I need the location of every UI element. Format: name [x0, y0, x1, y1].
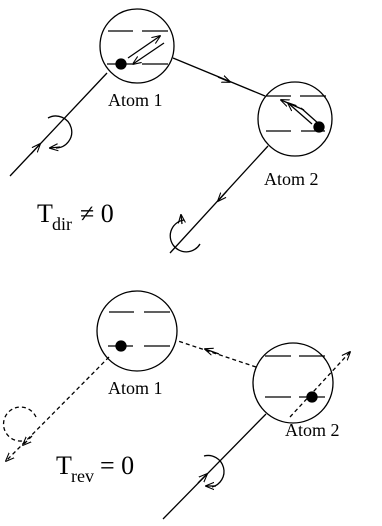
excitation-arrow-up	[127, 36, 160, 59]
incoming-loop-arrow	[50, 147, 61, 148]
atom-1-label-bottom: Atom 1	[108, 378, 163, 398]
transfer-arrow	[217, 77, 230, 82]
electron-dot	[115, 340, 127, 352]
equation-relation: ≠ 0	[80, 199, 114, 228]
virtual-transfer-arrow	[205, 349, 220, 354]
dashed-emission-line	[289, 352, 350, 418]
direct-transfer-equation: T dir ≠ 0	[37, 199, 114, 234]
atom-1-top	[99, 8, 175, 84]
incoming-photon-arrow	[197, 474, 207, 484]
incoming-photon-line	[162, 413, 267, 520]
panel-direct-transfer	[9, 8, 333, 254]
equation-relation: = 0	[100, 451, 134, 480]
deexcitation-arrow-down	[133, 42, 165, 64]
incoming-photon-loop-icon	[47, 115, 73, 149]
electron-dot	[115, 58, 127, 70]
deexcitation-arrow	[300, 107, 320, 125]
reverse-transfer-equation: T rev = 0	[56, 451, 134, 486]
outgoing-photon-arrow	[218, 190, 228, 201]
outgoing-loop-arrow	[181, 215, 182, 225]
dashed-outgoing-photon-line	[6, 356, 110, 461]
dashed-loop-icon	[2, 406, 37, 442]
atom-1-circle	[96, 290, 178, 372]
excitation-arrow	[288, 103, 313, 125]
relaxation-arrow	[281, 100, 305, 111]
electron-dot	[306, 391, 318, 403]
equation-subscript: dir	[52, 214, 72, 234]
atom-1-label-top: Atom 1	[108, 90, 163, 110]
atom-2-label-bottom: Atom 2	[285, 420, 340, 440]
panel-reverse-transfer	[2, 290, 350, 520]
atom-1-circle	[99, 8, 175, 84]
electron-dot	[313, 121, 325, 133]
atom-2-circle	[257, 81, 333, 157]
equation-symbol: T	[37, 199, 53, 228]
outgoing-photon-loop-icon	[169, 219, 201, 253]
atom-2-label-top: Atom 2	[264, 169, 319, 189]
atom-2-top	[257, 81, 333, 157]
equation-subscript: rev	[71, 466, 94, 486]
atom-1-bottom	[96, 290, 178, 372]
incoming-photon-line	[9, 72, 108, 177]
incoming-photon-arrow	[30, 144, 40, 155]
atom-2-circle	[252, 342, 334, 424]
incoming-photon-loop-icon	[203, 454, 225, 488]
virtual-transfer-line	[177, 340, 257, 368]
dashed-outgoing-arrow	[23, 435, 33, 445]
equation-symbol: T	[56, 451, 72, 480]
atom-2-bottom	[252, 342, 350, 424]
